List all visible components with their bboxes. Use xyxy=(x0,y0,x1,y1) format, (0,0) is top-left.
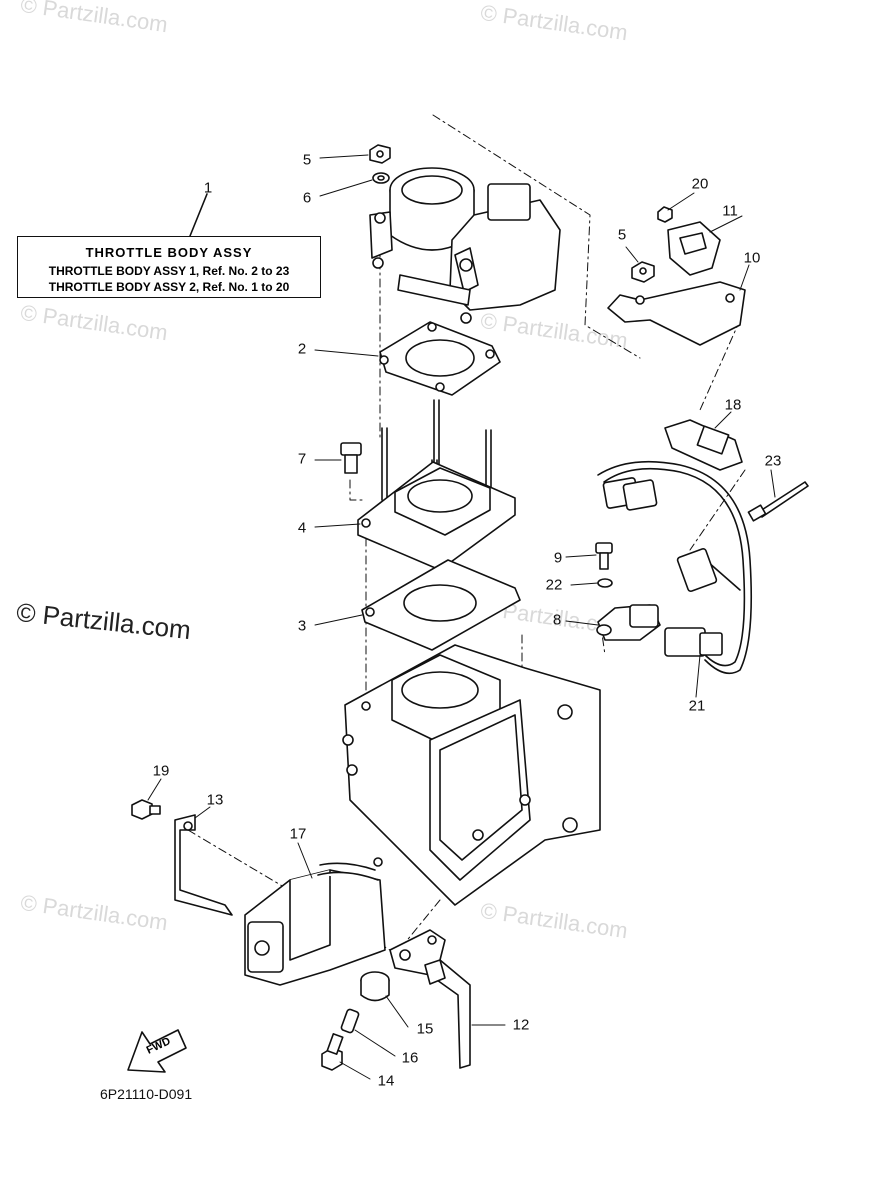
fwd-arrow-icon xyxy=(127,1029,187,1073)
callout-2: 2 xyxy=(297,340,307,358)
coupler-left xyxy=(602,477,658,511)
gasket-2 xyxy=(379,321,501,396)
bracket-12 xyxy=(389,929,471,1069)
callout-14: 14 xyxy=(377,1072,395,1090)
legend-box: THROTTLE BODY ASSY THROTTLE BODY ASSY 1,… xyxy=(17,236,321,298)
nut-5b xyxy=(631,261,655,283)
cable-tie-23 xyxy=(747,481,809,522)
washer-22 xyxy=(597,578,613,588)
solenoid-17 xyxy=(244,857,386,986)
coupler-21 xyxy=(664,627,723,657)
callout-13: 13 xyxy=(206,791,224,809)
bolt-19 xyxy=(131,799,161,820)
intake-manifold xyxy=(342,644,601,906)
callout-6: 6 xyxy=(302,189,312,207)
bracket-13 xyxy=(174,814,233,916)
callout-9: 9 xyxy=(553,549,563,567)
legend-line-1: THROTTLE BODY ASSY 1, Ref. No. 2 to 23 xyxy=(48,264,290,278)
callout-11: 11 xyxy=(722,202,738,220)
callout-1: 1 xyxy=(203,179,213,197)
washer-6 xyxy=(372,172,390,184)
nut-5a xyxy=(369,144,391,164)
sensor-18 xyxy=(664,419,743,471)
callout-5: 5 xyxy=(302,151,312,169)
assembly-lines xyxy=(187,114,746,956)
nut-20 xyxy=(657,206,673,223)
spacer-4 xyxy=(357,461,516,571)
leader-1 xyxy=(189,193,208,237)
callout-19: 19 xyxy=(152,762,170,780)
callout-10: 10 xyxy=(743,249,761,267)
bolt-14 xyxy=(321,1033,344,1071)
callout-22: 22 xyxy=(545,576,563,594)
callout-23: 23 xyxy=(764,452,782,470)
callout-7: 7 xyxy=(297,450,307,468)
callout-17: 17 xyxy=(289,825,307,843)
clip-11 xyxy=(667,221,721,276)
legend-line-2: THROTTLE BODY ASSY 2, Ref. No. 1 to 20 xyxy=(48,280,290,294)
grommet-15 xyxy=(360,971,390,1002)
callout-3: 3 xyxy=(297,617,307,635)
callout-5b: 5 xyxy=(617,226,627,244)
bolt-7 xyxy=(340,442,362,474)
leaders xyxy=(147,154,776,1080)
bolt-9 xyxy=(595,542,613,570)
callout-18: 18 xyxy=(724,396,742,414)
callout-21: 21 xyxy=(688,697,706,715)
callout-15: 15 xyxy=(416,1020,434,1038)
throttle-body xyxy=(369,167,561,324)
callout-20: 20 xyxy=(691,175,709,193)
callout-4: 4 xyxy=(297,519,307,537)
sensor-8 xyxy=(596,604,661,641)
collar-16 xyxy=(340,1008,360,1034)
gasket-3 xyxy=(361,559,521,651)
coupler-mid xyxy=(676,548,718,592)
callout-16: 16 xyxy=(401,1049,419,1067)
bracket-10 xyxy=(607,281,746,346)
callout-8: 8 xyxy=(552,611,562,629)
callout-12: 12 xyxy=(512,1016,530,1034)
legend-title: THROTTLE BODY ASSY xyxy=(85,245,253,260)
diagram-code: 6P21110-D091 xyxy=(100,1086,193,1102)
